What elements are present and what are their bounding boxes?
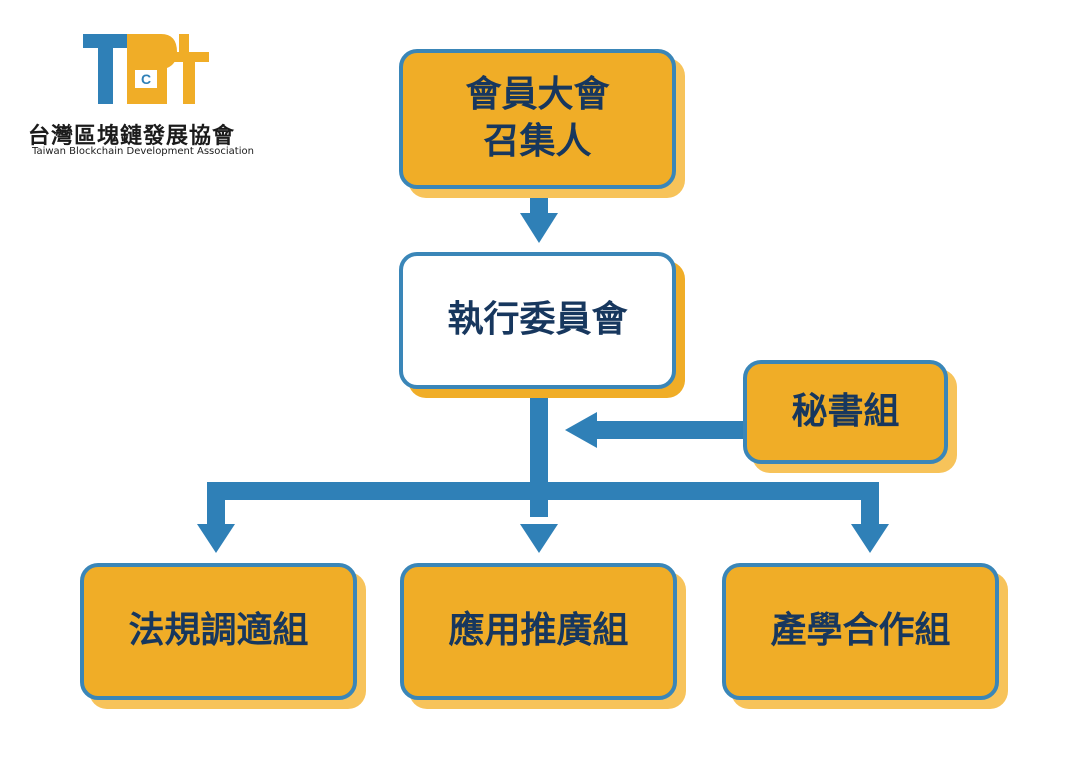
node-application-promotion-group: 應用推廣組 [400,563,677,700]
association-logo: C 台灣區塊鏈發展協會 Taiwan Blockchain Developmen… [28,30,268,170]
connector-branch-right [861,482,879,528]
connector-bus [207,482,879,500]
arrowhead-from-secretary [565,412,597,448]
node-member-assembly-convener: 會員大會 召集人 [399,49,676,189]
connector-assembly-exec [530,189,548,217]
association-name-en: Taiwan Blockchain Development Associatio… [32,146,254,157]
arrowhead-to-promotion [520,524,558,553]
node-legal-label: 法規調適組 [128,610,309,652]
node-regulatory-adaptation-group: 法規調適組 [80,563,357,700]
tbc-logo-mark-icon: C [83,34,209,104]
node-industry-label: 產學合作組 [770,610,951,652]
connector-secretary [595,421,743,439]
node-secretariat: 秘書組 [743,360,948,464]
node-secretary-label: 秘書組 [791,390,900,432]
arrowhead-to-exec [520,213,558,243]
arrowhead-to-legal [197,524,235,553]
node-industry-academia-group: 產學合作組 [722,563,999,700]
arrowhead-to-industry [851,524,889,553]
association-name-zh: 台灣區塊鏈發展協會 [28,124,236,149]
connector-branch-left [207,482,225,528]
node-assembly-line1: 會員大會 [465,74,610,116]
svg-text:C: C [141,71,151,87]
node-assembly-line2: 召集人 [483,121,592,162]
node-promotion-label: 應用推廣組 [448,610,629,652]
node-executive-label: 執行委員會 [447,299,628,341]
node-executive-committee: 執行委員會 [399,252,676,389]
